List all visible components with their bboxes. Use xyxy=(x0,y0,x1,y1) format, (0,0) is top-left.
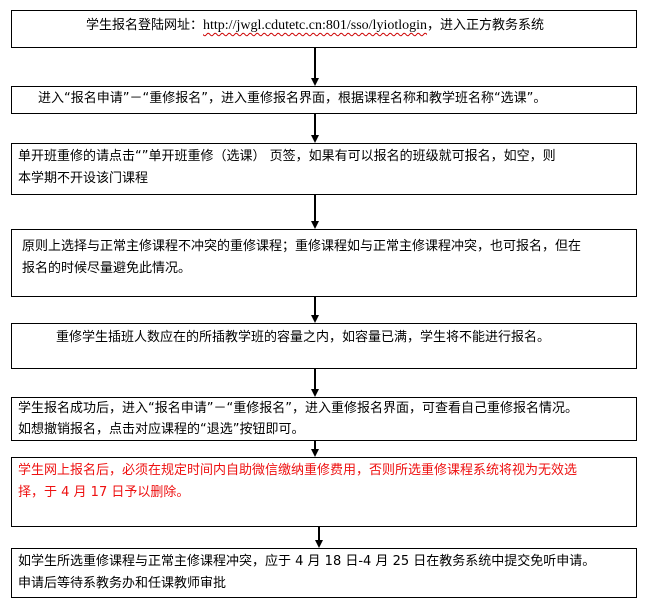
step-3-line-2: 本学期不开设该门课程 xyxy=(18,171,149,186)
step-5-text: 重修学生插班人数应在的所插教学班的容量之内，如容量已满，学生将不能进行报名。 xyxy=(56,330,551,345)
step-7-line-1: 学生网上报名后，必须在规定时间内自助微信缴纳重修费用，否则所选重修课程系统将视为… xyxy=(18,463,578,478)
step-8-line-1: 如学生所选重修课程与正常主修课程冲突，应于 4 月 18 日-4 月 25 日在… xyxy=(18,554,596,569)
arrow-2 xyxy=(311,114,319,143)
step-8-box: 如学生所选重修课程与正常主修课程冲突，应于 4 月 18 日-4 月 25 日在… xyxy=(11,548,637,598)
step-1-box: 学生报名登陆网址：http://jwgl.cdutetc.cn:801/sso/… xyxy=(11,10,637,48)
step-1-text-before: 学生报名登陆网址： xyxy=(86,18,204,33)
login-url: http://jwgl.cdutetc.cn:801/sso/lyiotlogi… xyxy=(203,18,428,33)
step-6-box: 学生报名成功后，进入“报名申请”－“重修报名”，进入重修报名界面，可查看自己重修… xyxy=(11,397,637,441)
step-2-text: 进入“报名申请”－“重修报名”，进入重修报名界面，根据课程名称和教学班名称“选课… xyxy=(38,91,547,106)
step-3-line-1: 单开班重修的请点击“”单开班重修（选课） 页签，如果有可以报名的班级就可报名，如… xyxy=(18,149,556,164)
step-6-line-2: 如想撤销报名，点击对应课程的“退选”按钮即可。 xyxy=(18,422,305,437)
step-4-line-1: 原则上选择与正常主修课程不冲突的重修课程；重修课程如与正常主修课程冲突，也可报名… xyxy=(22,239,582,254)
arrow-3 xyxy=(311,195,319,229)
step-3-box: 单开班重修的请点击“”单开班重修（选课） 页签，如果有可以报名的班级就可报名，如… xyxy=(11,143,637,195)
arrow-5 xyxy=(311,369,319,397)
step-7-box: 学生网上报名后，必须在规定时间内自助微信缴纳重修费用，否则所选重修课程系统将视为… xyxy=(11,457,637,527)
step-4-box: 原则上选择与正常主修课程不冲突的重修课程；重修课程如与正常主修课程冲突，也可报名… xyxy=(11,229,637,297)
step-2-box: 进入“报名申请”－“重修报名”，进入重修报名界面，根据课程名称和教学班名称“选课… xyxy=(11,86,637,114)
arrow-4 xyxy=(311,297,319,323)
step-1-text-after: ，进入正方教务系统 xyxy=(427,18,545,33)
step-7-line-2: 择，于 4 月 17 日予以删除。 xyxy=(18,485,190,500)
step-5-box: 重修学生插班人数应在的所插教学班的容量之内，如容量已满，学生将不能进行报名。 xyxy=(11,323,637,369)
arrow-6 xyxy=(311,441,319,457)
arrow-1 xyxy=(311,48,319,86)
step-4-line-2: 报名的时候尽量避免此情况。 xyxy=(22,261,192,276)
step-6-line-1: 学生报名成功后，进入“报名申请”－“重修报名”，进入重修报名界面，可查看自己重修… xyxy=(18,401,578,416)
step-1-text: 学生报名登陆网址：http://jwgl.cdutetc.cn:801/sso/… xyxy=(86,15,636,37)
step-8-line-2: 申请后等待系教务办和任课教师审批 xyxy=(18,576,227,591)
arrow-7 xyxy=(315,527,323,548)
